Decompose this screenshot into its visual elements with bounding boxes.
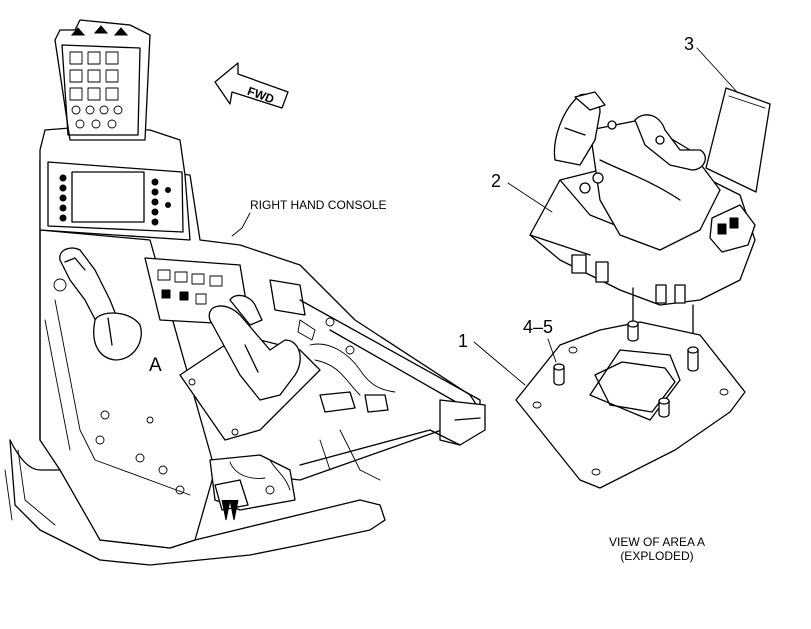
view-caption-line1: VIEW OF AREA A [609, 535, 705, 549]
callout-1-leader [473, 341, 526, 386]
callout-1: 1 [458, 331, 468, 351]
fwd-arrow: FWD [214, 62, 289, 109]
left-joystick [53, 247, 142, 361]
part-2-joystick-assembly [529, 91, 756, 306]
callout-2: 2 [491, 171, 501, 191]
area-a-joystick [179, 294, 321, 441]
callout-3: 3 [684, 34, 694, 54]
part-3-cover [705, 87, 771, 193]
right-hand-console-label: RIGHT HAND CONSOLE [250, 198, 386, 212]
right-hand-console-leader [231, 212, 251, 237]
callout-4-5: 4–5 [523, 317, 553, 337]
callout-4-5-leader [547, 338, 557, 363]
callout-2-leader [507, 182, 553, 213]
view-caption-line2: (EXPLODED) [620, 549, 693, 563]
display-buttons [59, 174, 171, 226]
right-hand-console-illustration [4, 19, 486, 566]
part-1-mounting-plate [515, 320, 746, 489]
display-screen [71, 171, 145, 223]
keypad-tower [54, 19, 151, 141]
area-a-label: A [149, 355, 162, 376]
callout-3-leader [696, 47, 739, 94]
exploded-view: 1 2 3 4–5 VIEW OF AREA A (EXPLODED) [458, 34, 771, 563]
